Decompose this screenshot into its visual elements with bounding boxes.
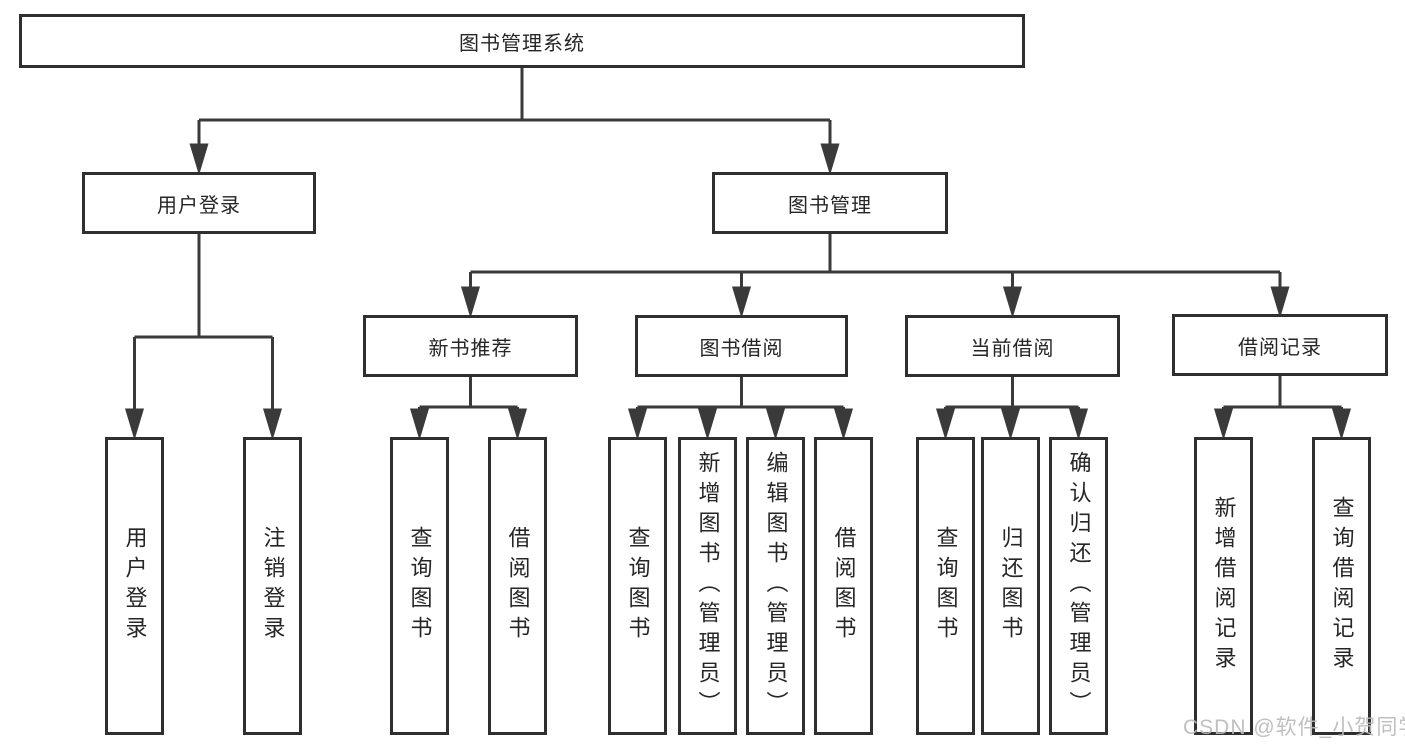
arrowhead-down-icon xyxy=(124,408,145,441)
arrowhead-down-icon xyxy=(697,408,718,441)
connector-current-borrow-to-leaves xyxy=(935,377,1089,441)
node-borrowing-records: 借阅记录 xyxy=(1172,314,1388,376)
leaf-edit-books-admin-label: 编辑图书（管理员） xyxy=(763,451,789,721)
leaf-logout-login: 注销登录 xyxy=(243,437,302,735)
node-root: 图书管理系统 xyxy=(19,14,1025,68)
node-current-borrowing: 当前借阅 xyxy=(905,315,1120,377)
leaf-borrow-books-recommend: 借阅图书 xyxy=(488,437,547,735)
leaf-query-books-recommend-label: 查询图书 xyxy=(407,526,433,646)
leaf-query-books-borrow-label: 查询图书 xyxy=(625,526,651,646)
arrowhead-down-icon xyxy=(262,408,283,441)
arrowhead-down-icon xyxy=(1002,286,1023,319)
node-current-borrowing-label: 当前借阅 xyxy=(970,337,1055,360)
node-root-label: 图书管理系统 xyxy=(459,32,585,55)
arrowhead-down-icon xyxy=(1068,408,1089,441)
leaf-add-borrow-record-label: 新增借阅记录 xyxy=(1211,496,1237,676)
leaf-confirm-return-admin-label: 确认归还（管理员） xyxy=(1066,451,1092,721)
leaf-borrow-books-label: 借阅图书 xyxy=(831,526,857,646)
connector-borrow-record-to-leaves xyxy=(1213,376,1352,441)
arrowhead-down-icon xyxy=(627,408,648,441)
arrowhead-down-icon xyxy=(189,143,209,176)
arrowhead-down-icon xyxy=(507,408,528,441)
arrowhead-down-icon xyxy=(820,143,840,176)
leaf-query-books-current: 查询图书 xyxy=(916,437,975,735)
connector-book-borrow-to-leaves xyxy=(627,377,854,441)
arrowhead-down-icon xyxy=(935,408,956,441)
node-new-book-recommend: 新书推荐 xyxy=(363,315,578,377)
leaf-user-login: 用户登录 xyxy=(105,437,164,735)
leaf-query-books-recommend: 查询图书 xyxy=(390,437,449,735)
arrowhead-down-icon xyxy=(1270,286,1290,319)
leaf-logout-login-label: 注销登录 xyxy=(260,526,286,646)
node-new-book-recommend-label: 新书推荐 xyxy=(428,337,513,360)
leaf-user-login-label: 用户登录 xyxy=(122,526,148,646)
arrowhead-down-icon xyxy=(409,408,430,441)
node-borrowing-records-label: 借阅记录 xyxy=(1238,336,1322,359)
leaf-return-books-label: 归还图书 xyxy=(998,526,1024,646)
leaf-add-books-admin-label: 新增图书（管理员） xyxy=(695,451,721,721)
leaf-add-borrow-record: 新增借阅记录 xyxy=(1194,437,1253,735)
arrowhead-down-icon xyxy=(1213,408,1234,441)
leaf-query-books-borrow: 查询图书 xyxy=(608,437,667,735)
leaf-edit-books-admin: 编辑图书（管理员） xyxy=(746,437,805,735)
node-book-management: 图书管理 xyxy=(712,172,948,234)
arrowhead-down-icon xyxy=(833,408,854,441)
connector-new-book-to-leaves xyxy=(409,377,528,441)
leaf-borrow-books: 借阅图书 xyxy=(814,437,873,735)
node-user-login-label: 用户登录 xyxy=(157,194,241,217)
leaf-add-books-admin: 新增图书（管理员） xyxy=(678,437,737,735)
leaf-confirm-return-admin: 确认归还（管理员） xyxy=(1049,437,1108,735)
leaf-query-borrow-record-label: 查询借阅记录 xyxy=(1329,496,1355,676)
leaf-query-borrow-record: 查询借阅记录 xyxy=(1312,437,1371,735)
connector-book-management-to-level3 xyxy=(460,234,1290,319)
connector-root-to-level2 xyxy=(189,68,840,176)
leaf-query-books-current-label: 查询图书 xyxy=(933,526,959,646)
arrowhead-down-icon xyxy=(1331,408,1352,441)
arrowhead-down-icon xyxy=(460,286,481,319)
arrowhead-down-icon xyxy=(731,286,752,319)
arrowhead-down-icon xyxy=(765,408,786,441)
csdn-watermark: CSDN @软件_小贺同学 xyxy=(1183,716,1405,739)
node-book-management-label: 图书管理 xyxy=(788,194,872,217)
node-user-login: 用户登录 xyxy=(82,172,316,234)
arrowhead-down-icon xyxy=(1000,408,1021,441)
connector-user-login-to-leaves xyxy=(124,234,283,441)
leaf-borrow-books-recommend-label: 借阅图书 xyxy=(505,526,531,646)
node-book-borrowing: 图书借阅 xyxy=(635,315,848,377)
node-book-borrowing-label: 图书借阅 xyxy=(699,337,784,360)
leaf-return-books: 归还图书 xyxy=(981,437,1040,735)
